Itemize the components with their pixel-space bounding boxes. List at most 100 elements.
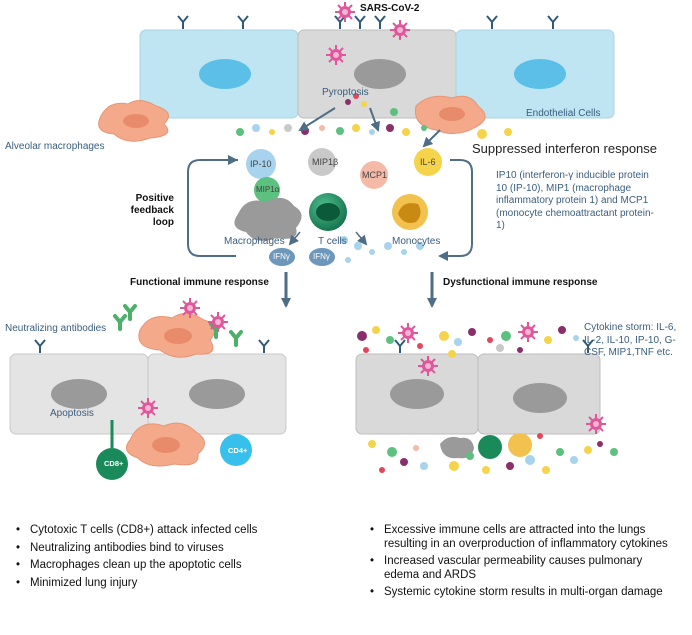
cytokine-dot [369, 129, 375, 135]
cd4-t-cell-icon [220, 434, 252, 466]
pyroptosis-label: Pyroptosis [322, 87, 369, 98]
dysfunctional-panel [355, 321, 607, 459]
receptor-icon [258, 339, 270, 354]
cytokine-dot [496, 344, 504, 352]
functional-bullet: Cytotoxic T cells (CD8+) attack infected… [14, 524, 334, 538]
cytokine-dot [372, 326, 380, 334]
cytokine-dot [401, 249, 407, 255]
macrophage-icon [440, 436, 474, 459]
nucleus [354, 59, 406, 89]
macrophage-cell-icon [234, 197, 302, 241]
apoptosis-label: Apoptosis [50, 408, 94, 419]
mcp1-cytokine-icon [360, 161, 388, 189]
virus-icon [417, 355, 439, 377]
ace2-receptor-icon [237, 15, 249, 30]
cytokine-dot [573, 335, 579, 341]
monocytes-label: Monocytes [392, 236, 441, 247]
monocyte-icon [508, 433, 532, 457]
virus-icon [397, 322, 419, 344]
storm-particles [357, 326, 618, 474]
virus-icon [334, 1, 356, 23]
cytokine-dot [384, 242, 392, 250]
antibody-icon [113, 314, 127, 331]
virus-icon [325, 44, 347, 66]
cytokine-dot [525, 455, 535, 465]
virus-icon [137, 397, 159, 419]
cytokine-dot [390, 108, 398, 116]
cytokine-dot [361, 101, 367, 107]
endothelial-label: Endothelial Cells [526, 108, 601, 119]
cytokine-storm-label: Cytokine storm: IL-6, IL-2, IL-10, IP-10… [584, 322, 677, 358]
cytokine-dot [400, 458, 408, 466]
cytokine-dot [468, 328, 476, 336]
cytokine-dot [354, 242, 362, 250]
antibody-icon [229, 330, 243, 347]
right-bracket-arrow [446, 159, 473, 257]
cytokine-dot [454, 338, 462, 346]
nucleus [199, 59, 251, 89]
immune-cells [234, 193, 428, 266]
ace2-receptor-icon [374, 15, 386, 30]
cytokine-dot [252, 124, 260, 132]
dysfunctional-bullet: Systemic cytokine storm results in multi… [368, 586, 668, 600]
cytokine-dot [544, 336, 552, 344]
arrow [369, 107, 380, 132]
macrophages-label: Macrophages [224, 236, 285, 247]
tcells-label: T cells [318, 236, 347, 247]
cytokine-dot [386, 336, 394, 344]
functional-bullet: Macrophages clean up the apoptotic cells [14, 559, 334, 573]
cytokine-dot [357, 331, 367, 341]
suppressed-interferon-label: Suppressed interferon response [472, 141, 658, 156]
dysfunctional-bullet-list: Excessive immune cells are attracted int… [368, 524, 668, 604]
ifng-cytokine-icon [309, 248, 335, 266]
cytokine-dot [236, 128, 244, 136]
mip1b-label: MIP1β [312, 157, 339, 167]
ip10-label: IP-10 [250, 159, 272, 169]
il6-cytokine-icon [414, 148, 442, 176]
cytokine-dot [402, 128, 410, 136]
cytokine-dot [345, 99, 351, 105]
cytokine-dot [368, 440, 376, 448]
receptor-icon [394, 339, 406, 354]
ip10-note: IP10 (interferon-γ inducible protein 10 … [496, 170, 654, 231]
t-cell-icon [478, 435, 502, 459]
cytokine-dot [345, 257, 351, 263]
cytokine-dot [336, 127, 344, 135]
cytokine-dot [556, 448, 564, 456]
alveolar-macrophages-label: Alveolar macrophages [5, 141, 105, 152]
cytokine-dot [379, 467, 385, 473]
virus-icon [585, 413, 607, 435]
virus-icon [207, 311, 229, 333]
cytokine-dot [610, 448, 618, 456]
cytokine-dot [597, 441, 603, 447]
cytokine-dot [284, 124, 292, 132]
ace2-receptor-icon [547, 15, 559, 30]
ifng-label: IFNγ [313, 252, 330, 261]
virus-icon [179, 297, 201, 319]
cytokine-dot [517, 347, 523, 353]
dysfunctional-bullet: Excessive immune cells are attracted int… [368, 524, 668, 551]
nucleus [513, 383, 567, 413]
cytokine-dot [477, 129, 487, 139]
cytokine-dot [420, 462, 428, 470]
cd8-t-cell-icon [96, 448, 128, 480]
virus-label: SARS-CoV-2 [360, 3, 420, 14]
functional-panel [9, 297, 287, 480]
arrow [422, 129, 441, 148]
cytokine-dot [421, 125, 427, 131]
feedback-loop-arrow [187, 159, 238, 257]
top-cell-layer [98, 1, 615, 142]
cytokine-dot [537, 433, 543, 439]
mcp1-label: MCP1 [362, 170, 388, 180]
cytokine-dot [413, 445, 419, 451]
virus-icon [517, 321, 539, 343]
cytokine-dot [386, 124, 394, 132]
cytokine-dot [506, 462, 514, 470]
cytokine-dot [504, 128, 512, 136]
cytokine-dot [369, 249, 375, 255]
cytokine-dot [584, 446, 592, 454]
cd4-label: CD4+ [228, 446, 248, 455]
virus-icon [389, 19, 411, 41]
ifng-cytokine-icon [269, 248, 295, 266]
